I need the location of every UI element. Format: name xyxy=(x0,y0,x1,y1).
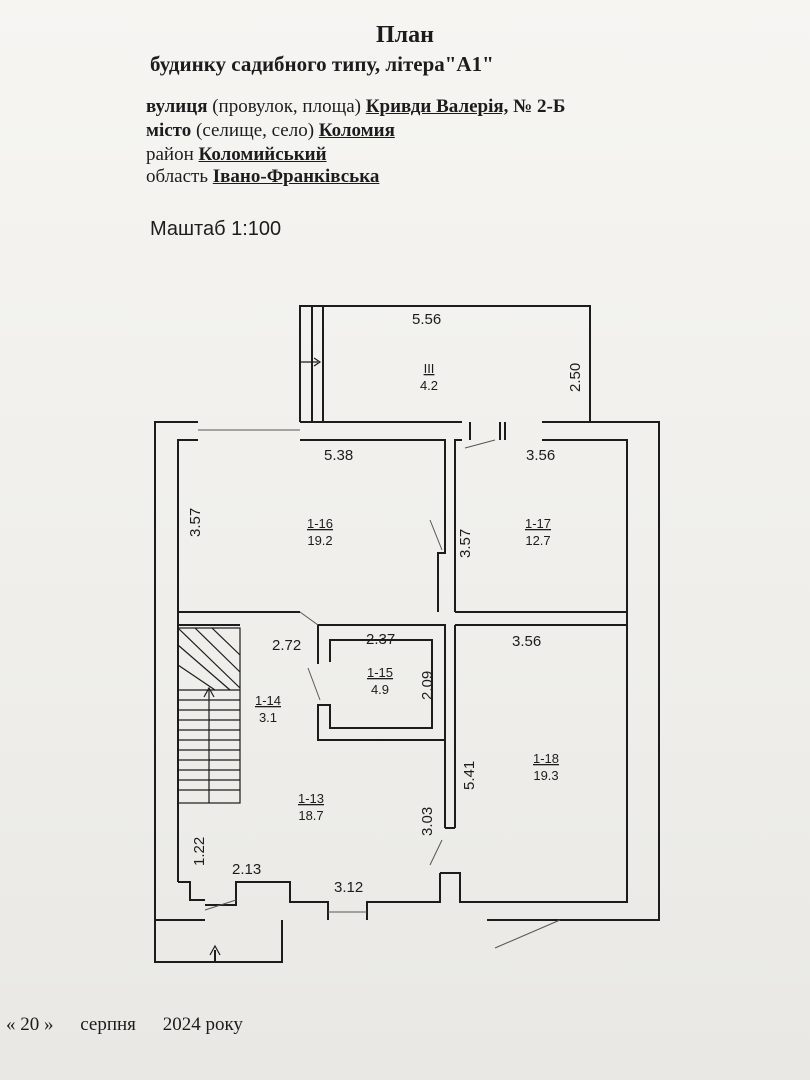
room-id: 1-17 xyxy=(525,516,551,531)
city-hint: (селище, село) xyxy=(196,120,315,141)
room-label-1-17: 1-17 12.7 xyxy=(525,516,551,548)
room-id: 1-14 xyxy=(255,693,281,708)
scale-label: Маштаб 1:100 xyxy=(150,218,282,240)
page-title: План xyxy=(376,22,434,48)
region-line: область Івано-Франківська xyxy=(146,166,379,188)
dim-corridor-width: 2.72 xyxy=(272,637,301,654)
district-label: район xyxy=(146,144,194,165)
page-subtitle: будинку садибного типу, літера"А1" xyxy=(150,52,494,76)
walls xyxy=(154,305,660,963)
room-label-1-18: 1-18 19.3 xyxy=(533,751,559,783)
room-area: 19.2 xyxy=(307,533,332,548)
room-area: 18.7 xyxy=(298,808,323,823)
dim-room18-height: 5.41 xyxy=(461,761,478,790)
room-area: 19.3 xyxy=(533,768,558,783)
street-line: вулиця (провулок, площа) Кривди Валерія,… xyxy=(146,96,565,118)
room-id: III xyxy=(424,361,435,376)
dim-room16-17-wall: 3.57 xyxy=(457,529,474,558)
dim-room16-height: 3.57 xyxy=(187,508,204,537)
document-date: « 20 » серпня 2024 року xyxy=(6,1014,265,1036)
date-day: « 20 » xyxy=(6,1014,54,1035)
staircase xyxy=(177,357,322,956)
dim-room13-height: 3.03 xyxy=(419,807,436,836)
dim-room15-width: 2.37 xyxy=(366,631,395,648)
city-line: місто (селище, село) Коломия xyxy=(146,120,395,142)
dim-room17-width: 3.56 xyxy=(526,447,555,464)
district-line: район Коломийський xyxy=(146,144,327,166)
room-id: 1-15 xyxy=(367,665,393,680)
date-month: серпня xyxy=(80,1014,136,1035)
region-value: Івано-Франківська xyxy=(212,166,380,187)
room-label-1-16: 1-16 19.2 xyxy=(307,516,333,548)
room-area: 4.9 xyxy=(371,682,389,697)
dim-room15-height: 2.09 xyxy=(419,671,436,700)
street-hint: (провулок, площа) xyxy=(212,96,361,117)
district-value: Коломийський xyxy=(198,144,327,165)
dim-terrace-width: 5.56 xyxy=(412,311,441,328)
city-value: Коломия xyxy=(318,120,395,141)
room-area: 4.2 xyxy=(420,378,438,393)
room-area: 12.7 xyxy=(525,533,550,548)
room-id: 1-13 xyxy=(298,791,324,806)
dim-entrance-depth: 1.22 xyxy=(191,837,208,866)
house-number: № 2-Б xyxy=(513,96,566,117)
room-id: 1-18 xyxy=(533,751,559,766)
dim-room16-width: 5.38 xyxy=(324,447,353,464)
dim-entrance-width: 2.13 xyxy=(232,861,261,878)
dim-room18-width: 3.56 xyxy=(512,633,541,650)
room-label-1-15: 1-15 4.9 xyxy=(367,665,393,697)
room-label-iii: III 4.2 xyxy=(420,361,438,393)
street-label: вулиця xyxy=(146,96,208,117)
room-id: 1-16 xyxy=(307,516,333,531)
region-label: область xyxy=(146,166,209,187)
dim-terrace-depth: 2.50 xyxy=(567,363,584,392)
room-label-1-14: 1-14 3.1 xyxy=(255,693,281,725)
room-area: 3.1 xyxy=(259,710,277,725)
date-year: 2024 року xyxy=(162,1014,243,1035)
door-swings xyxy=(198,429,561,949)
city-label: місто xyxy=(146,120,192,141)
dim-front-width: 3.12 xyxy=(334,879,363,896)
street-value: Кривди Валерія, xyxy=(365,96,509,117)
room-label-1-13: 1-13 18.7 xyxy=(298,791,324,823)
